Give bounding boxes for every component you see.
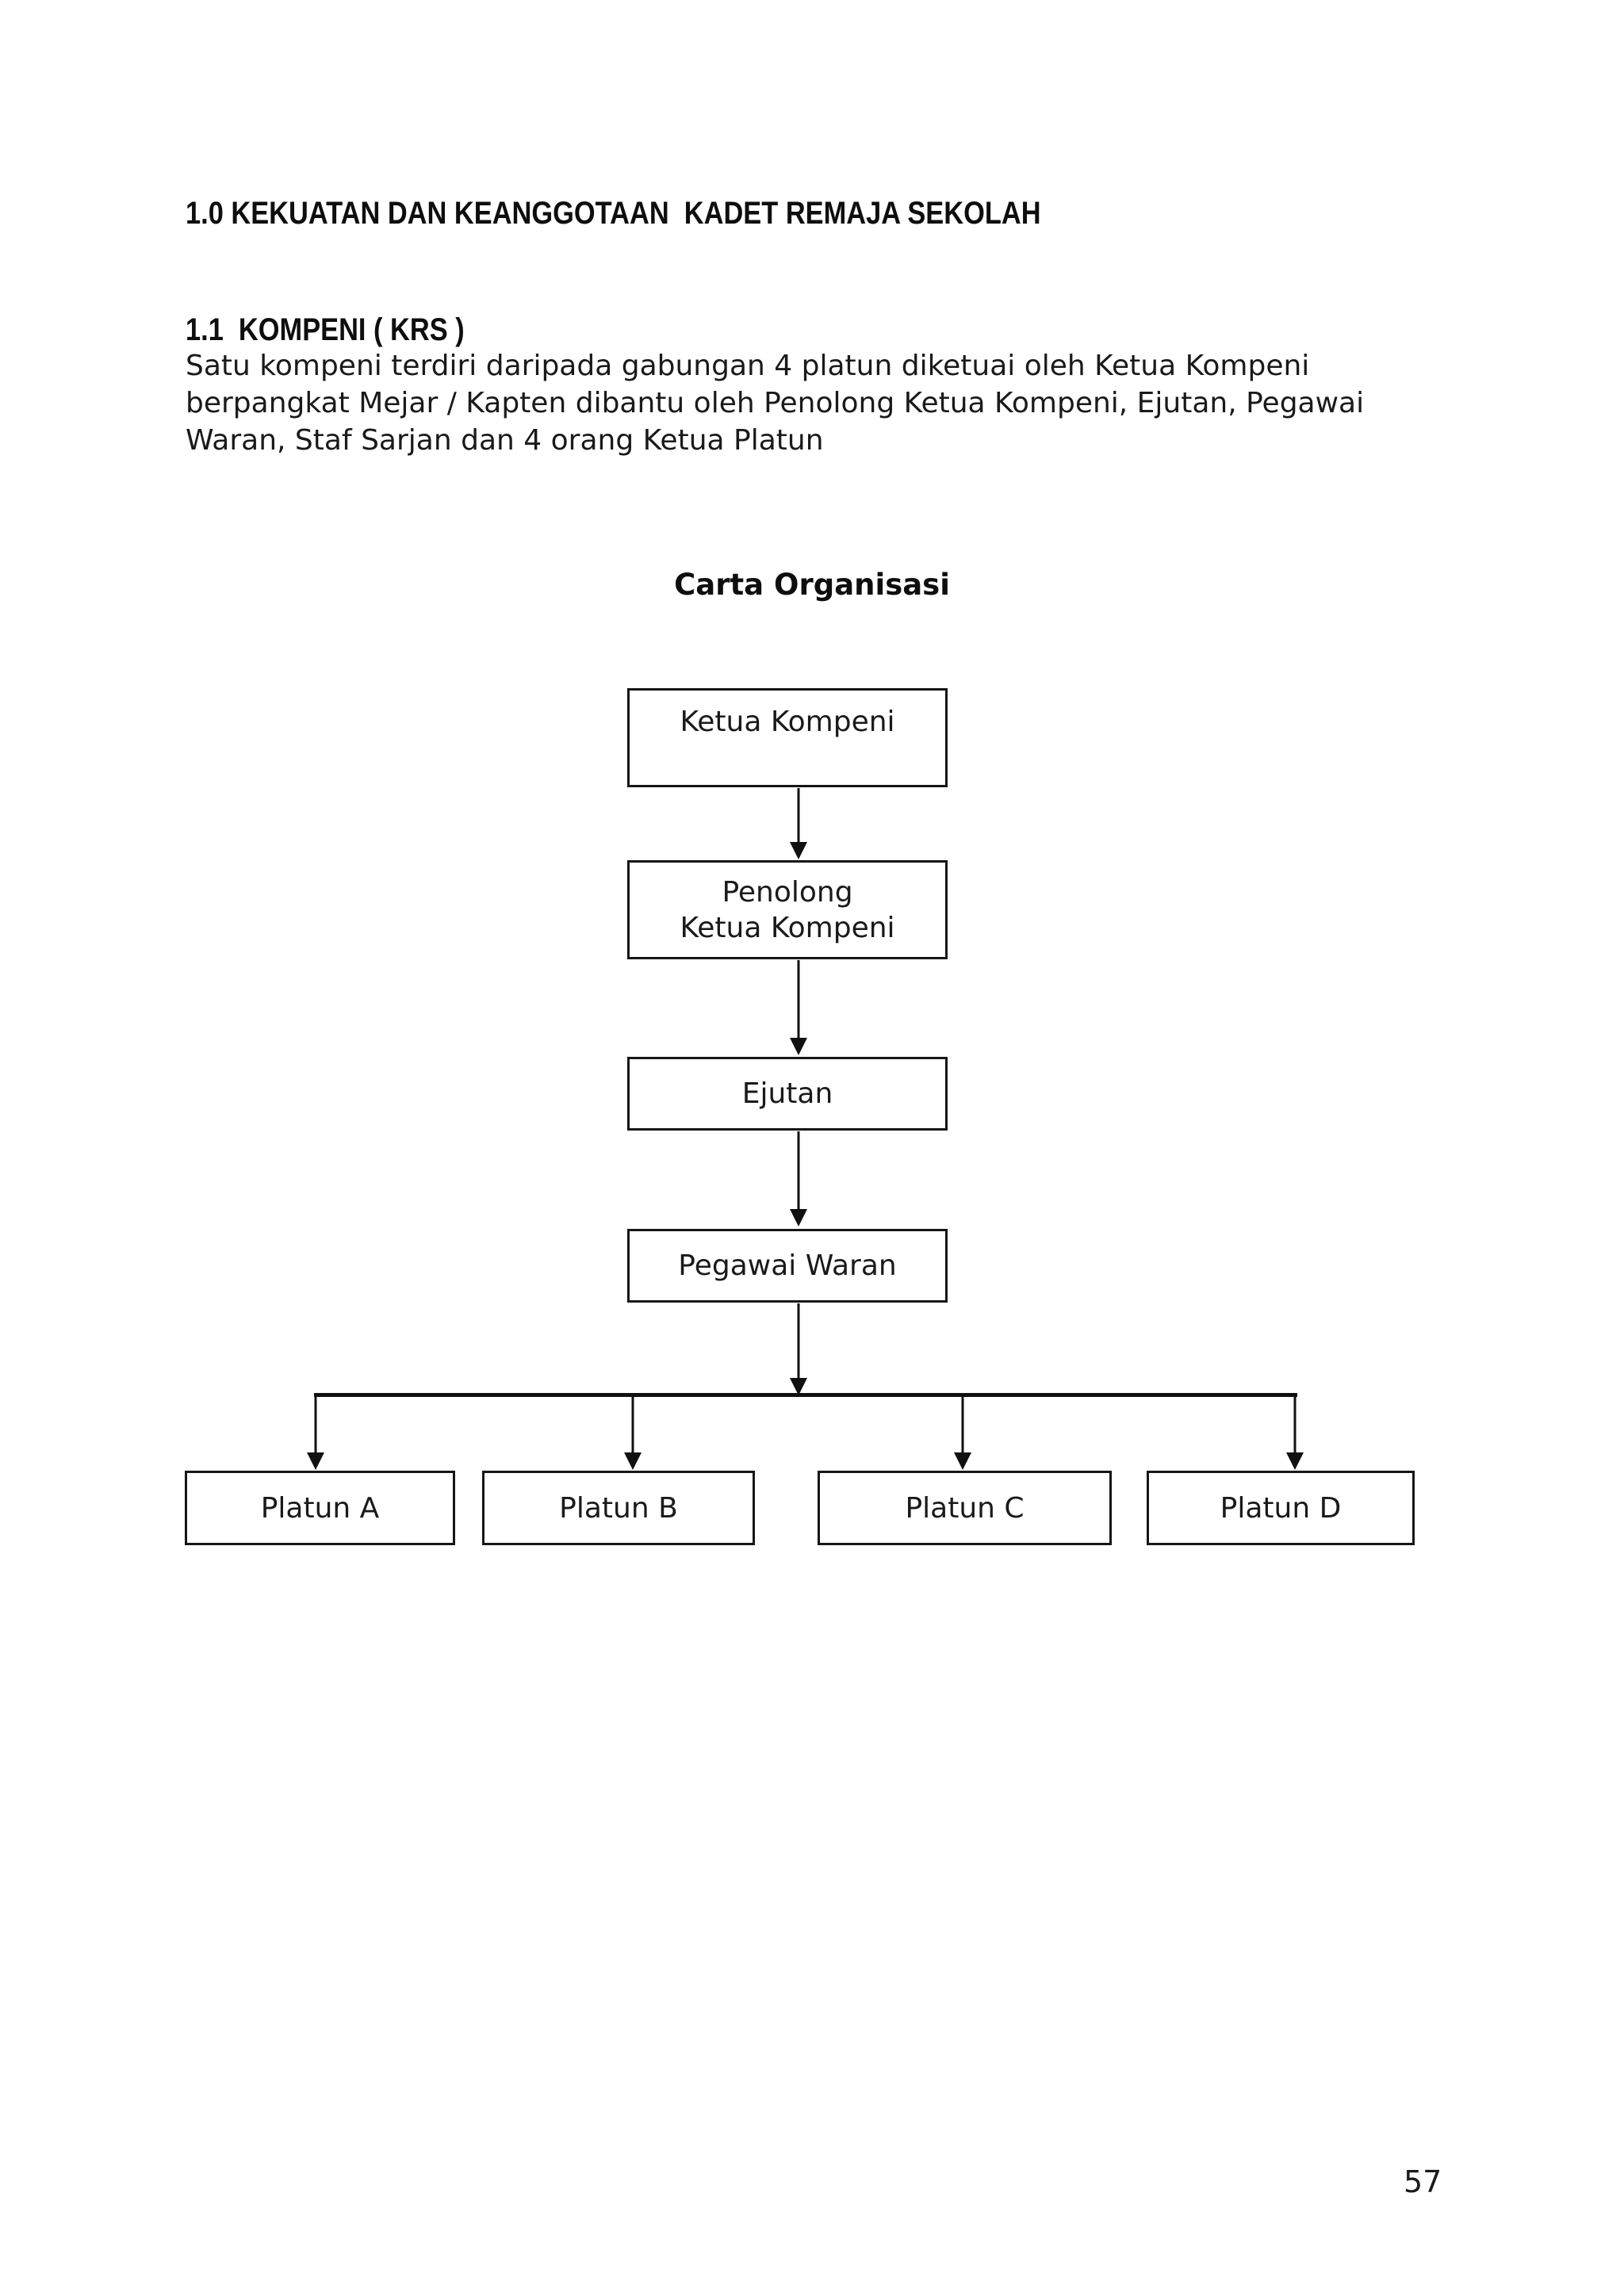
arrow-head [954, 1452, 971, 1470]
arrow-head [1286, 1452, 1304, 1470]
org-node-platun-b: Platun B [482, 1471, 755, 1545]
org-node-label: Ketua Kompeni [680, 706, 895, 738]
org-node-label: Platun D [1220, 1491, 1342, 1525]
arrow-down-icon [624, 1395, 642, 1470]
org-node-ketua-kompeni: Ketua Kompeni [627, 688, 948, 787]
arrow-head [790, 842, 807, 859]
arrow-down-icon [790, 960, 807, 1055]
page-number: 57 [1404, 2164, 1442, 2199]
arrow-down-icon [790, 1131, 807, 1226]
org-node-pegawai-waran: Pegawai Waran [627, 1229, 948, 1303]
arrow-stem [961, 1395, 964, 1454]
arrow-stem [797, 960, 800, 1039]
section-paragraph: Satu kompeni terdiri daripada gabungan 4… [186, 347, 1470, 459]
org-node-ejutan: Ejutan [627, 1057, 948, 1131]
arrow-down-icon [954, 1395, 971, 1470]
arrow-stem [797, 1131, 800, 1211]
org-node-label: Platun B [559, 1491, 678, 1525]
org-node-platun-a: Platun A [185, 1471, 455, 1545]
org-node-label: Pegawai Waran [678, 1249, 897, 1282]
arrow-stem [797, 1303, 800, 1380]
org-node-label: Penolong Ketua Kompeni [680, 875, 895, 944]
arrow-head [307, 1452, 324, 1470]
paragraph-line: Satu kompeni terdiri daripada gabungan 4… [186, 350, 1310, 382]
document-title: 1.0 KEKUATAN DAN KEANGGOTAAN KADET REMAJ… [186, 196, 1041, 231]
arrow-stem [631, 1395, 634, 1454]
org-chart-title: Carta Organisasi [674, 568, 950, 602]
org-node-platun-c: Platun C [818, 1471, 1112, 1545]
org-node-label: Ejutan [741, 1077, 833, 1110]
paragraph-line: berpangkat Mejar / Kapten dibantu oleh P… [186, 387, 1365, 419]
arrow-stem [314, 1395, 317, 1454]
arrow-down-icon [790, 1303, 807, 1395]
arrow-down-icon [1286, 1395, 1304, 1470]
org-node-label: Platun A [260, 1491, 380, 1525]
arrow-down-icon [790, 788, 807, 859]
paragraph-line: Waran, Staf Sarjan dan 4 orang Ketua Pla… [186, 424, 824, 457]
section-heading: 1.1 KOMPENI ( KRS ) [186, 312, 465, 347]
org-node-penolong-ketua-kompeni: Penolong Ketua Kompeni [627, 860, 948, 959]
arrow-head [790, 1038, 807, 1055]
arrow-head [790, 1378, 807, 1395]
arrow-head [624, 1452, 642, 1470]
org-node-platun-d: Platun D [1147, 1471, 1415, 1545]
connector-horizontal-line [314, 1393, 1297, 1397]
arrow-head [790, 1209, 807, 1226]
arrow-stem [797, 788, 800, 844]
arrow-stem [1293, 1395, 1297, 1454]
arrow-down-icon [307, 1395, 324, 1470]
org-node-label: Platun C [905, 1491, 1025, 1525]
